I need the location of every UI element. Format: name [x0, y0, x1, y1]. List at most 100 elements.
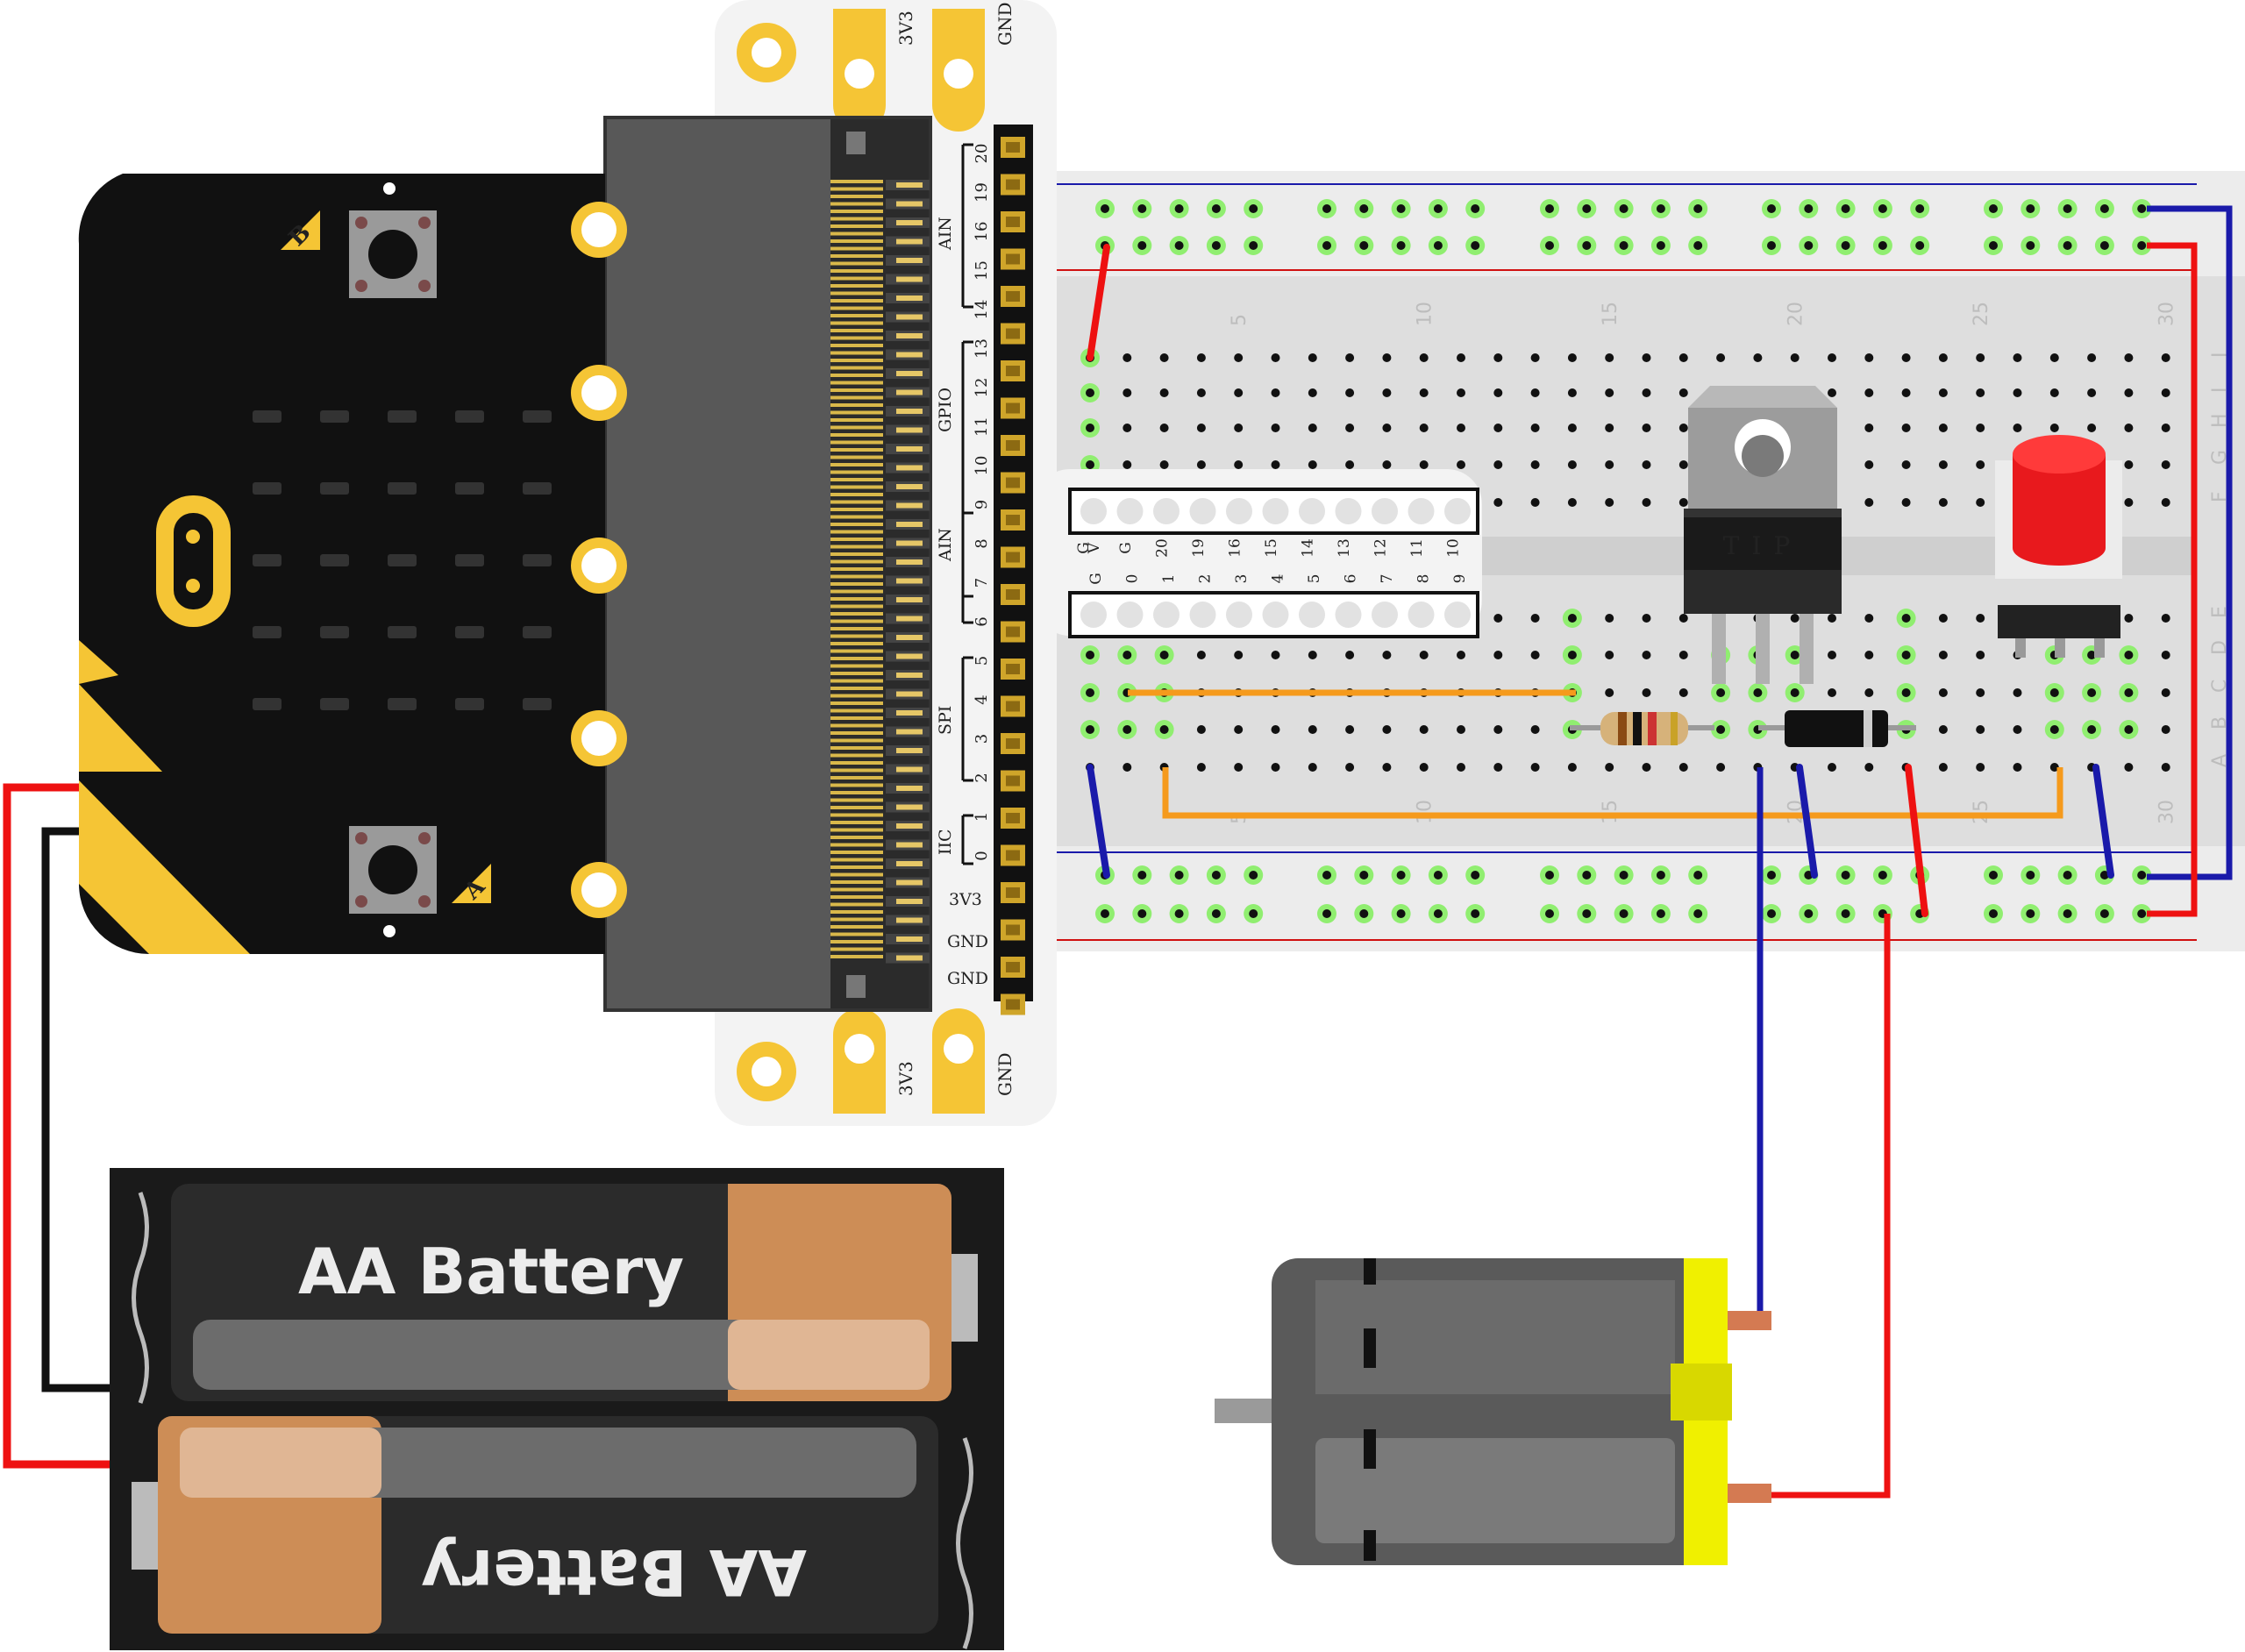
row-letter: C — [2209, 680, 2231, 693]
column-number-bottom: 10 — [1415, 800, 1436, 824]
led — [523, 698, 552, 710]
led — [388, 410, 417, 423]
wire-blue-rail-right — [2147, 205, 2233, 880]
pin-number: 10 — [973, 456, 991, 476]
female-header-label-2: 8 — [1415, 574, 1433, 584]
pin-number: 1 — [973, 812, 991, 822]
female-header-label-2: 7 — [1379, 574, 1396, 584]
female-header-label-1: 19 — [1190, 538, 1208, 558]
wire-black-battery — [41, 827, 110, 1392]
battery-cell-bottom: AA Battery — [132, 1416, 938, 1634]
corner-graphic — [79, 780, 250, 954]
led — [320, 698, 349, 710]
pin-number: 4 — [973, 694, 991, 704]
motor-terminal-2 — [1728, 1484, 1771, 1503]
pad-label-top-3v3: 3V3 — [895, 11, 916, 46]
female-header-label-1: 10 — [1445, 538, 1463, 558]
pin-number: 8 — [973, 538, 991, 548]
wire-blue-jumper-1 — [1796, 764, 1818, 879]
power-rail-top — [1055, 171, 2245, 276]
edge-connector-adapter: 3V3 GND 3V3 GND 201916151413121110987654… — [603, 0, 1482, 1126]
female-header-label-1: 12 — [1372, 538, 1390, 558]
dc-motor — [1215, 1258, 1771, 1565]
pin-number: 6 — [973, 616, 991, 626]
pin-number: 14 — [973, 300, 991, 320]
column-number-top: 10 — [1415, 302, 1436, 326]
motor-terminal-1 — [1728, 1311, 1771, 1330]
led — [388, 554, 417, 566]
wire-blue-jumper-left — [1087, 764, 1110, 879]
column-number-bottom: 15 — [1600, 800, 1621, 824]
led — [455, 554, 484, 566]
pin-number: 19 — [973, 182, 991, 203]
pin-number: 13 — [973, 338, 991, 359]
led — [455, 698, 484, 710]
pin-number: 11 — [973, 417, 991, 437]
row-letter: H — [2209, 413, 2231, 428]
female-header-label-2: 9 — [1451, 574, 1469, 584]
column-number-bottom: 30 — [2156, 800, 2178, 824]
column-number-top: 5 — [1229, 314, 1251, 326]
power-rail-bottom — [1055, 846, 2245, 951]
female-header-label-1: 11 — [1408, 538, 1426, 558]
led-matrix — [253, 410, 552, 710]
pin-number: 15 — [973, 260, 991, 281]
female-header-label-1: 14 — [1300, 538, 1317, 558]
group-label-gpio: GPIO — [936, 388, 955, 432]
row-letter: F — [2209, 491, 2231, 502]
led — [523, 410, 552, 423]
pin-number: 5 — [973, 656, 991, 666]
battery-label-bottom: AA Battery — [421, 1535, 807, 1609]
led — [455, 626, 484, 638]
wire-red-motor — [1763, 914, 1891, 1499]
column-number-top: 20 — [1785, 302, 1807, 326]
led — [253, 554, 282, 566]
pad-label-bottom-3v3: 3V3 — [895, 1061, 916, 1096]
group-label-ain-2: AIN — [936, 528, 955, 562]
led — [253, 698, 282, 710]
group-label-iic: IIC — [936, 829, 955, 855]
female-header-label-2: 3 — [1233, 574, 1251, 584]
led — [253, 626, 282, 638]
led — [388, 698, 417, 710]
column-number-top: 15 — [1600, 302, 1621, 326]
push-button-red — [1995, 435, 2122, 658]
battery-holder: AA Battery AA Battery — [110, 1168, 1004, 1650]
pin-number: 3 — [973, 734, 991, 744]
female-header-label-2: 2 — [1197, 574, 1215, 584]
row-letter: D — [2209, 640, 2231, 655]
breadboard-holes — [1080, 199, 2170, 923]
diode — [1758, 710, 1916, 747]
female-header-label-2: 1 — [1160, 574, 1178, 584]
column-number-top: 30 — [2156, 302, 2178, 326]
row-letter: E — [2209, 606, 2231, 618]
female-header-label-1: G — [1075, 542, 1093, 554]
transistor-label: TIP — [1723, 531, 1803, 560]
led — [455, 410, 484, 423]
led — [253, 410, 282, 423]
group-label-spi: SPI — [936, 706, 955, 735]
pin-number: 7 — [973, 578, 991, 587]
pad-label-top-gnd: GND — [994, 2, 1016, 46]
row-letter: G — [2209, 450, 2231, 465]
row-letter: I — [2209, 388, 2231, 394]
female-header-label-2: 0 — [1124, 574, 1142, 584]
led — [388, 626, 417, 638]
bottom-pin-label-3v3: 3V3 — [949, 890, 982, 909]
led — [320, 626, 349, 638]
bottom-pin-label-gnd-1: GND — [947, 932, 988, 951]
pin-number: 16 — [973, 222, 991, 242]
bottom-pin-label-gnd-2: GND — [947, 969, 988, 988]
group-label-ain-1: AIN — [936, 217, 955, 251]
microbit: B A — [78, 174, 627, 954]
led — [523, 626, 552, 638]
tip-transistor: TIP — [1684, 386, 1842, 684]
led — [320, 482, 349, 495]
led — [388, 482, 417, 495]
female-header-label-1: 15 — [1263, 538, 1280, 558]
female-header-label-1: G — [1117, 542, 1135, 554]
pin-number: 20 — [973, 144, 991, 164]
pad-label-bottom-gnd: GND — [994, 1052, 1016, 1096]
